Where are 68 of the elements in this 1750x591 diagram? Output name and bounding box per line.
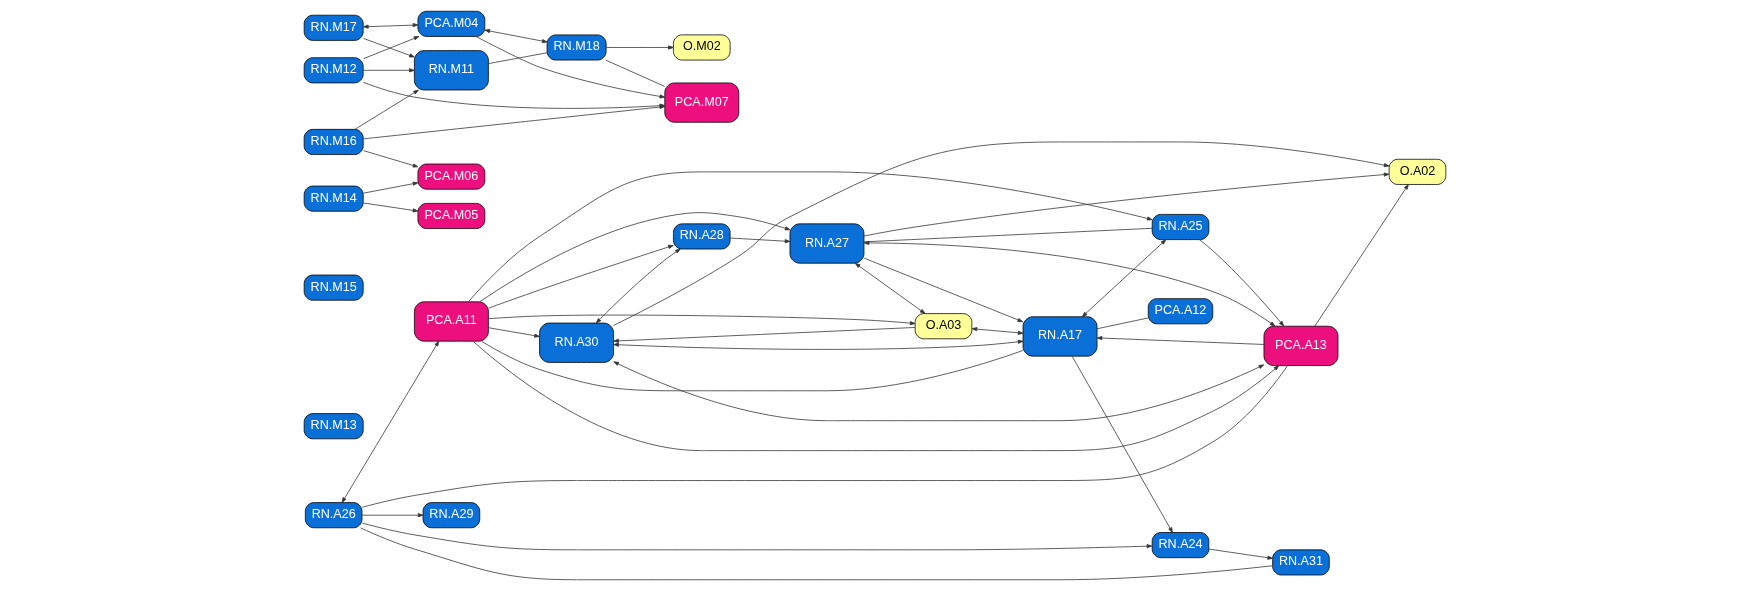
arrow [341,340,440,503]
node-box: RN.M13 [303,413,364,440]
arrow [363,36,420,60]
arrow [488,314,916,326]
node-box: PCA.M05 [417,203,486,229]
node-box: PCA.M07 [664,82,740,123]
node-box: RN.A17 [1022,316,1098,357]
node-box: RN.M17 [303,14,364,41]
node-box: PCA.M06 [417,163,486,190]
node-box: PCA.A12 [1147,298,1214,325]
node-box: RN.M15 [303,274,364,301]
arrow [971,327,1024,335]
node-box: RN.M14 [303,185,364,212]
arrow [863,257,1024,323]
arrow [472,341,1280,451]
arrow [363,181,419,194]
arrow [479,212,791,302]
node-box: RN.A25 [1151,214,1210,240]
arrow [1081,239,1167,318]
arrow [613,339,1024,350]
arrow [363,150,419,168]
arrow [613,361,1265,422]
arrow [1096,336,1265,345]
arrow [361,522,1153,551]
arrow [729,237,791,244]
node-box: RN.A26 [304,502,363,529]
connector [361,365,1288,508]
arrow [1314,184,1409,327]
node-box: RN.A31 [1272,549,1330,576]
node-box: RN.M12 [303,57,364,84]
arrow [363,68,415,73]
arrow [354,89,419,130]
arrow [1071,356,1173,533]
connector [488,52,548,64]
arrow [363,202,419,213]
node-box: PCA.A13 [1263,325,1339,366]
connector [360,527,1273,581]
node-box: PCA.A11 [414,301,489,342]
arrow [595,248,681,324]
node-box: RN.A28 [673,223,731,250]
node-box: RN.A24 [1151,532,1210,559]
node-box: O.A02 [1388,158,1447,185]
arrow [1208,548,1273,560]
connector [481,340,1024,392]
node-box: RN.A29 [422,502,481,529]
arrow [1199,239,1285,327]
arrow [613,327,916,343]
node-box: RN.M16 [303,128,364,155]
arrow [854,262,926,314]
arrow [468,171,1153,303]
connector [605,59,665,87]
arrow [363,23,419,29]
node-box: RN.A30 [539,322,614,363]
arrow [863,172,1390,237]
arrow [488,327,540,338]
node-box: RN.A27 [789,223,865,264]
node-box: RN.M11 [414,50,489,91]
arrow [361,513,424,518]
arrow [363,38,415,58]
node-box: PCA.M04 [417,10,486,37]
node-box: O.M02 [673,34,731,61]
connector [863,227,1153,243]
arrow [488,244,674,309]
arrow [605,45,674,50]
connector [1096,317,1149,330]
arrow [484,29,548,44]
node-box: RN.M18 [546,34,607,61]
node-box: O.A03 [914,313,973,340]
